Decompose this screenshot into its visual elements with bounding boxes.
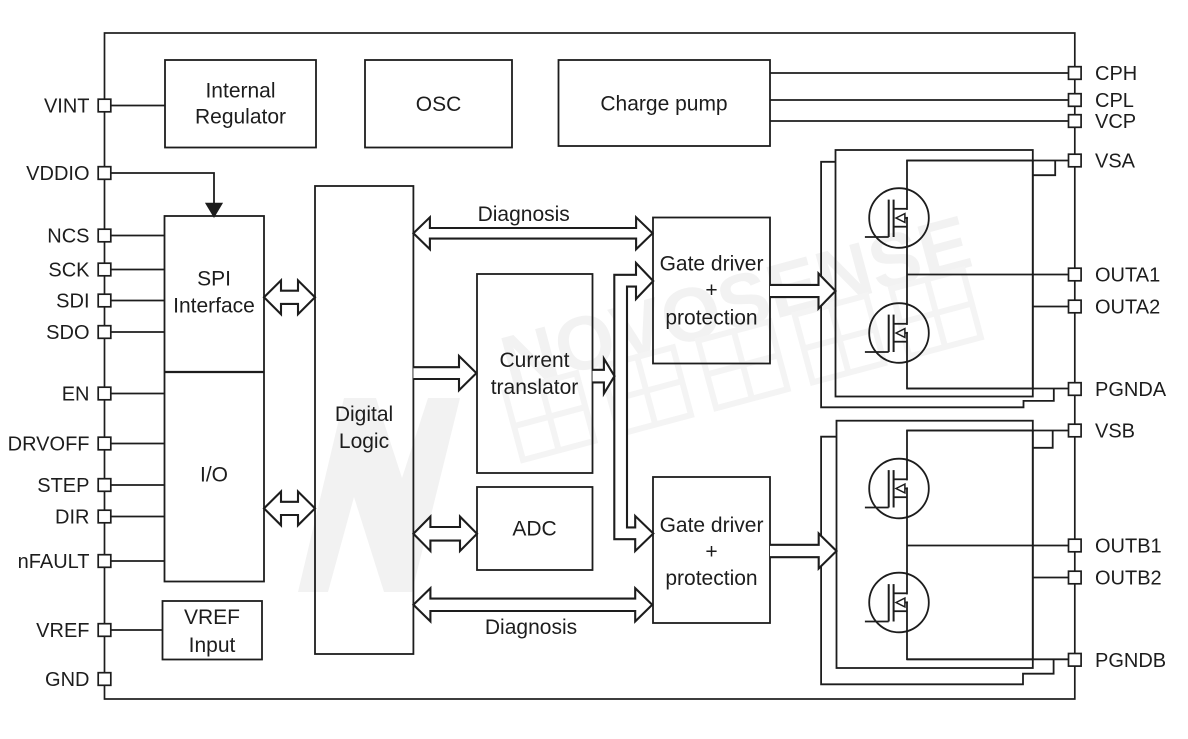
svg-text:DIR: DIR xyxy=(55,507,89,529)
svg-text:+: + xyxy=(705,279,717,302)
svg-text:OSC: OSC xyxy=(416,93,462,116)
svg-text:OUTB2: OUTB2 xyxy=(1095,568,1162,590)
svg-text:SPI: SPI xyxy=(197,268,231,291)
svg-text:Logic: Logic xyxy=(339,430,389,453)
svg-text:ADC: ADC xyxy=(512,518,556,541)
svg-text:CPL: CPL xyxy=(1095,90,1134,112)
svg-text:EN: EN xyxy=(62,384,90,406)
svg-text:VINT: VINT xyxy=(44,96,90,118)
svg-text:CPH: CPH xyxy=(1095,63,1137,85)
svg-text:SDI: SDI xyxy=(56,291,89,313)
svg-text:VSA: VSA xyxy=(1095,151,1136,173)
svg-text:VCP: VCP xyxy=(1095,111,1136,133)
svg-text:VSB: VSB xyxy=(1095,421,1135,443)
svg-text:PGNDB: PGNDB xyxy=(1095,650,1166,672)
svg-text:Digital: Digital xyxy=(335,403,393,426)
svg-text:OUTA2: OUTA2 xyxy=(1095,297,1160,319)
svg-text:Gate driver: Gate driver xyxy=(660,514,764,537)
svg-text:Input: Input xyxy=(189,634,236,657)
svg-text:NCS: NCS xyxy=(47,226,89,248)
svg-text:OUTA1: OUTA1 xyxy=(1095,265,1160,287)
svg-text:protection: protection xyxy=(665,306,757,329)
svg-text:VREF: VREF xyxy=(184,606,240,629)
svg-text:+: + xyxy=(705,540,717,563)
svg-text:Diagnosis: Diagnosis xyxy=(478,203,570,226)
svg-text:VREF: VREF xyxy=(36,620,89,642)
svg-text:Charge pump: Charge pump xyxy=(600,92,727,115)
svg-text:protection: protection xyxy=(665,567,757,590)
svg-text:I/O: I/O xyxy=(200,464,228,487)
svg-text:Internal: Internal xyxy=(205,79,275,102)
svg-text:Gate driver: Gate driver xyxy=(660,253,764,276)
svg-text:PGNDA: PGNDA xyxy=(1095,379,1167,401)
svg-text:Diagnosis: Diagnosis xyxy=(485,616,577,639)
svg-text:SDO: SDO xyxy=(46,322,89,344)
svg-text:Regulator: Regulator xyxy=(195,106,286,129)
svg-text:nFAULT: nFAULT xyxy=(18,551,90,573)
svg-text:SCK: SCK xyxy=(48,260,90,282)
svg-text:OUTB1: OUTB1 xyxy=(1095,536,1162,558)
svg-text:VDDIO: VDDIO xyxy=(26,163,89,185)
svg-text:Interface: Interface xyxy=(173,294,255,317)
svg-text:Current: Current xyxy=(499,349,569,372)
svg-text:STEP: STEP xyxy=(37,475,89,497)
svg-text:DRVOFF: DRVOFF xyxy=(8,434,90,456)
svg-text:GND: GND xyxy=(45,669,89,691)
svg-text:translator: translator xyxy=(491,376,579,399)
